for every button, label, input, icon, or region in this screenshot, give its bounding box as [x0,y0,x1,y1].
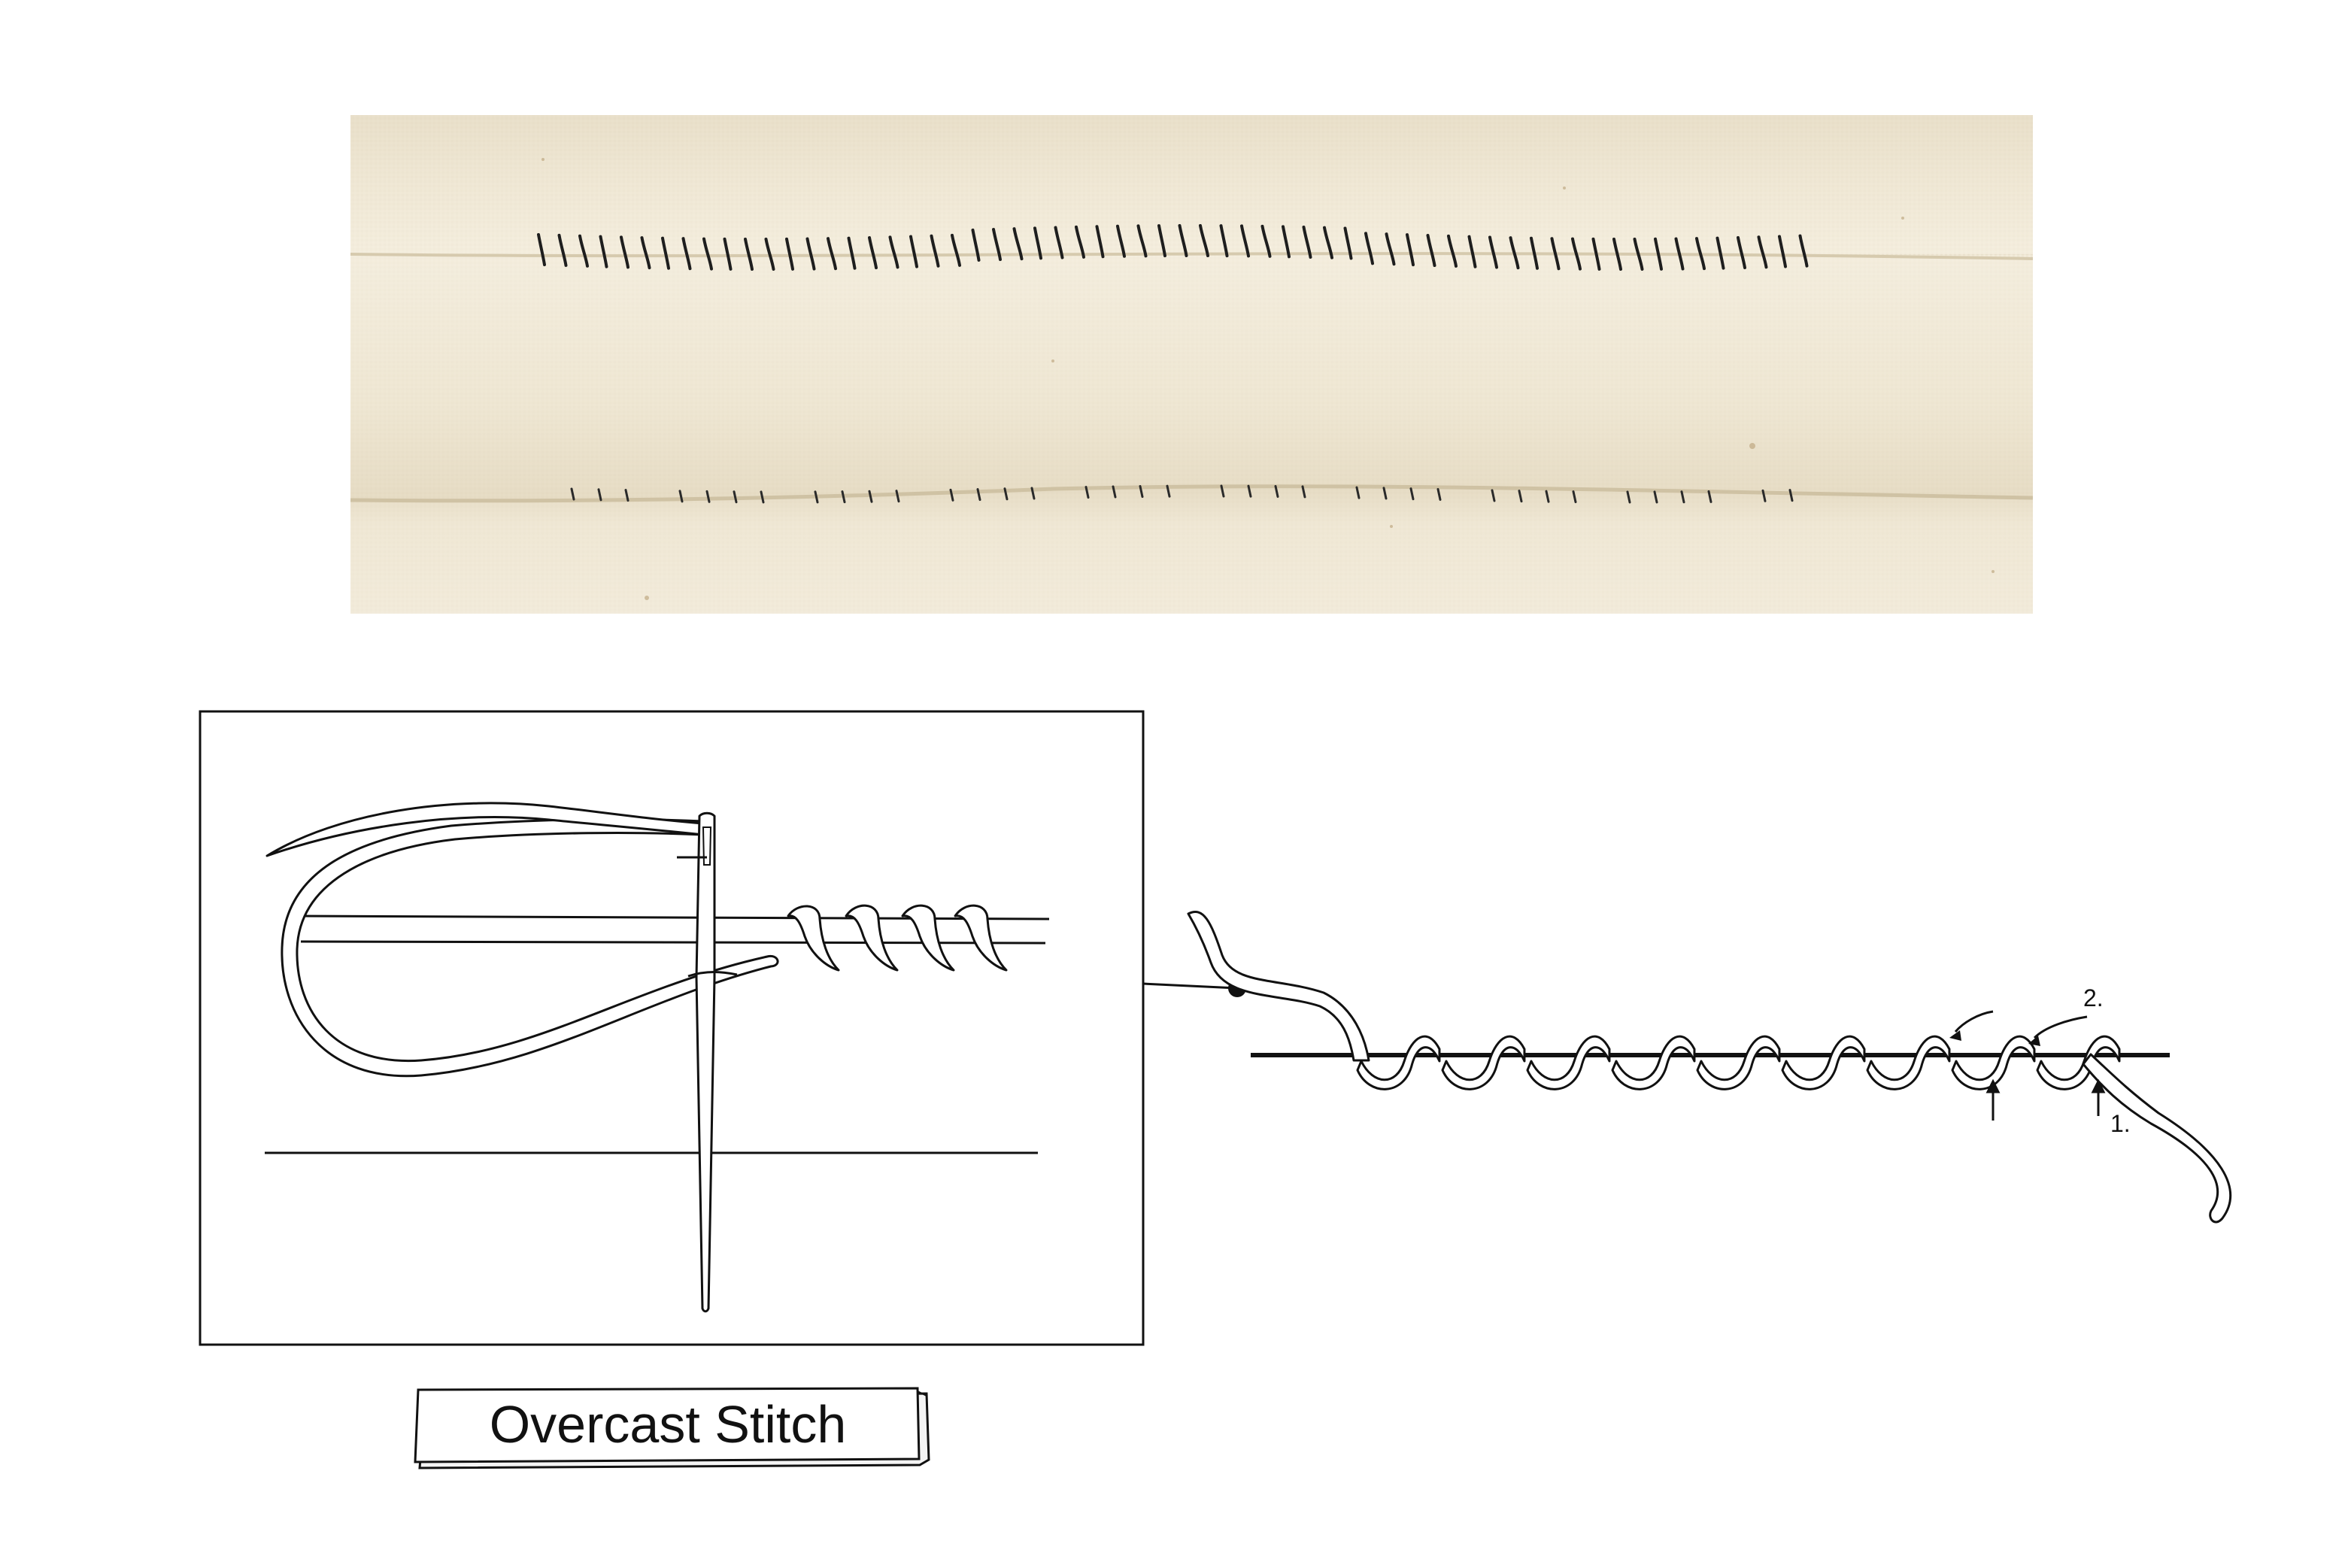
step-label-1: 1. [2110,1110,2131,1137]
step-label-2: 2. [2083,984,2104,1011]
thread-coils-detail [1358,1036,2119,1089]
thread-coil [1867,1036,1949,1089]
thread-coil [1782,1036,1864,1089]
thread-coil [1527,1036,1609,1089]
thread-coil [1697,1036,1779,1089]
fabric-swatch-photo [350,115,2033,614]
arrow-icon [1988,1081,2104,1121]
title-label-box: Overcast Stitch [415,1388,929,1468]
thread-coil [1612,1036,1694,1089]
arrow-icon [1955,1011,2087,1038]
needle-illustration-panel [200,711,1143,1345]
title-label: Overcast Stitch [490,1395,847,1454]
stitch-detail-diagram: 2. 1. [1188,911,2231,1222]
connector-line [1143,984,1237,988]
thread-coil [1358,1036,1439,1089]
thread-coil [1442,1036,1524,1089]
